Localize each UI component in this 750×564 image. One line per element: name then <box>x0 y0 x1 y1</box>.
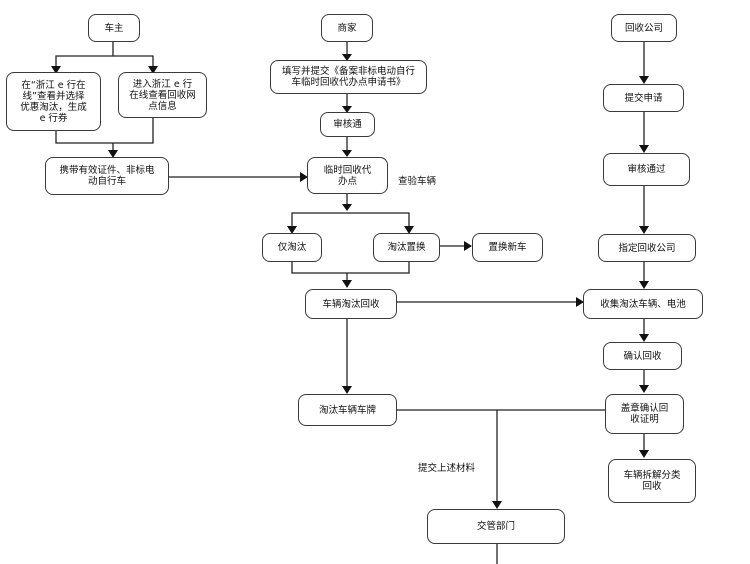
node-vehicle-recycle: 车辆淘汰回收 <box>305 289 397 319</box>
arrowhead <box>464 241 472 251</box>
arrowhead <box>492 501 502 509</box>
arrowhead <box>639 226 649 234</box>
arrowhead <box>639 334 649 342</box>
connector <box>291 212 410 228</box>
connector <box>113 55 154 68</box>
node-company-apply: 提交申请 <box>603 84 684 112</box>
arrowhead <box>300 172 308 182</box>
node-merchant-review: 审核通 <box>320 112 375 137</box>
node-owner: 车主 <box>88 14 140 42</box>
arrowhead <box>639 145 649 153</box>
connector <box>291 262 410 274</box>
node-owner-info: 进入浙江 e 行在线查看回收网点信息 <box>118 72 207 118</box>
label-inspect: 查验车辆 <box>398 176 437 187</box>
node-eliminate-replace: 淘汰置换 <box>373 233 440 262</box>
node-assign-company: 指定回收公司 <box>598 234 696 262</box>
node-plate: 淘汰车辆车牌 <box>298 394 397 426</box>
node-temp-point: 临时回收代办点 <box>307 157 388 194</box>
node-merchant: 商家 <box>321 14 373 42</box>
connector <box>55 117 154 144</box>
arrowhead <box>404 226 414 234</box>
arrowhead <box>342 280 352 288</box>
arrowhead <box>639 76 649 84</box>
node-dismantle: 车辆拆解分类回收 <box>608 459 696 503</box>
arrowhead <box>148 66 158 74</box>
label-submit-materials: 提交上述材料 <box>418 463 476 474</box>
arrowhead <box>639 385 649 393</box>
node-merchant-apply: 填写并提交《备案非标电动自行车临时回收代办点申请书》 <box>270 60 427 94</box>
arrowhead <box>342 150 352 157</box>
node-confirm: 确认回收 <box>603 342 682 370</box>
arrowhead <box>287 226 297 234</box>
node-traffic: 交管部门 <box>427 509 565 544</box>
arrowhead <box>108 150 118 158</box>
node-company-review: 审核通过 <box>603 153 690 186</box>
node-only-eliminate: 仅淘汰 <box>262 233 322 262</box>
arrowhead <box>576 297 584 307</box>
arrowhead <box>639 450 649 458</box>
arrowhead <box>51 66 61 74</box>
node-collect: 收集淘汰车辆、电池 <box>583 289 703 319</box>
arrowhead <box>342 204 352 211</box>
node-owner-bring: 携带有效证件、非标电动自行车 <box>45 157 169 195</box>
arrowhead <box>639 281 649 289</box>
arrowhead <box>342 106 352 113</box>
node-replace-new: 置换新车 <box>472 233 543 262</box>
arrowhead <box>342 54 352 61</box>
arrowhead <box>342 386 352 394</box>
node-owner-coupon: 在“浙江 e 行在线”查看并选择优惠淘汰，生成 e 行券 <box>6 72 101 131</box>
node-stamp: 盖章确认回收证明 <box>605 394 684 434</box>
connector <box>55 42 114 68</box>
node-company: 回收公司 <box>611 14 677 42</box>
